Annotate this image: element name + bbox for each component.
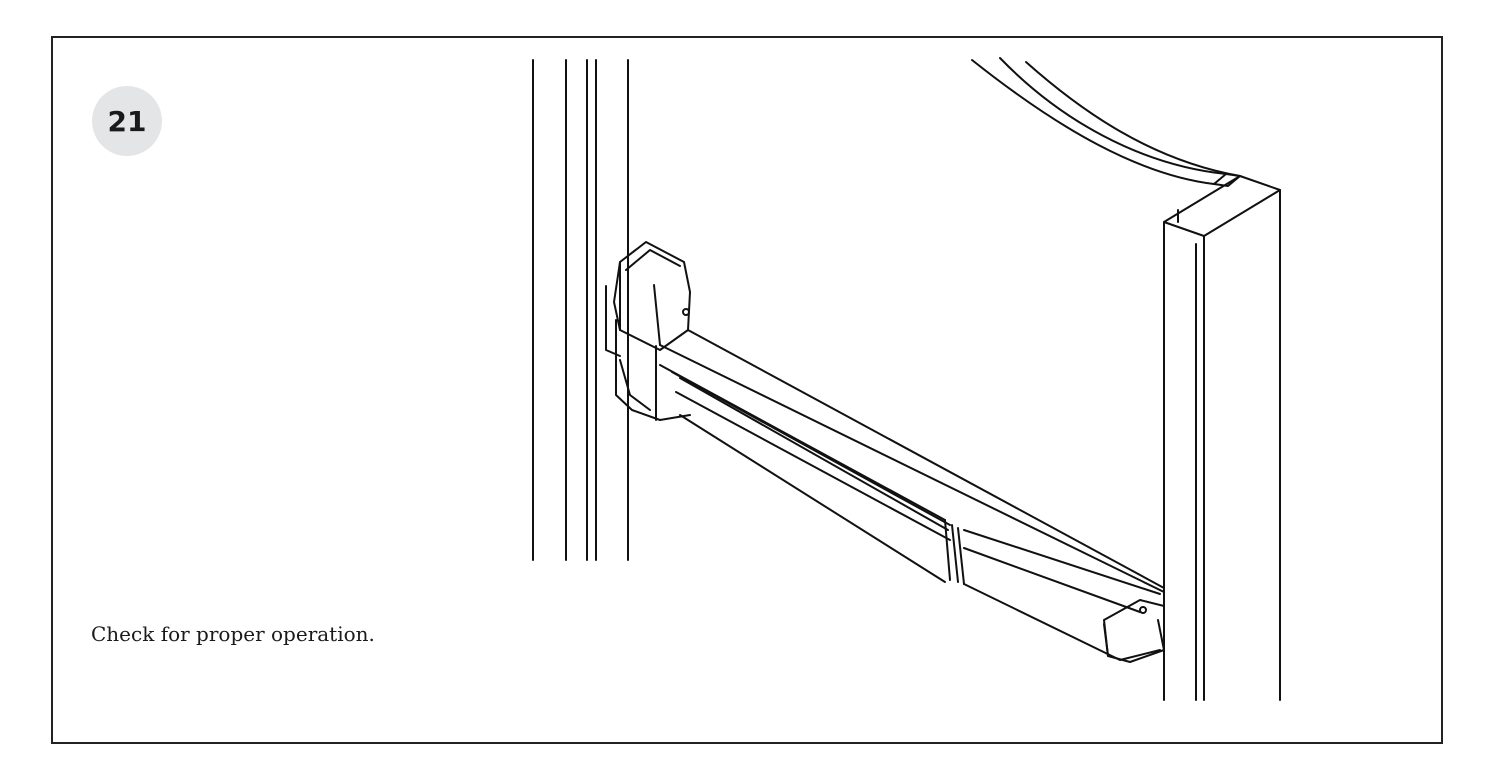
step-number: 21	[107, 104, 147, 138]
instruction-panel: 21 Check for proper operation.	[51, 36, 1443, 744]
push-bar	[659, 329, 1165, 661]
step-number-badge: 21	[92, 86, 162, 156]
device-end-cap-right	[1103, 599, 1165, 663]
door-top-curve	[971, 57, 1241, 187]
door-edge-post	[1163, 175, 1281, 701]
instruction-text: Check for proper operation.	[91, 622, 375, 646]
door-frame-lines	[532, 59, 629, 561]
device-end-cap	[605, 241, 691, 421]
